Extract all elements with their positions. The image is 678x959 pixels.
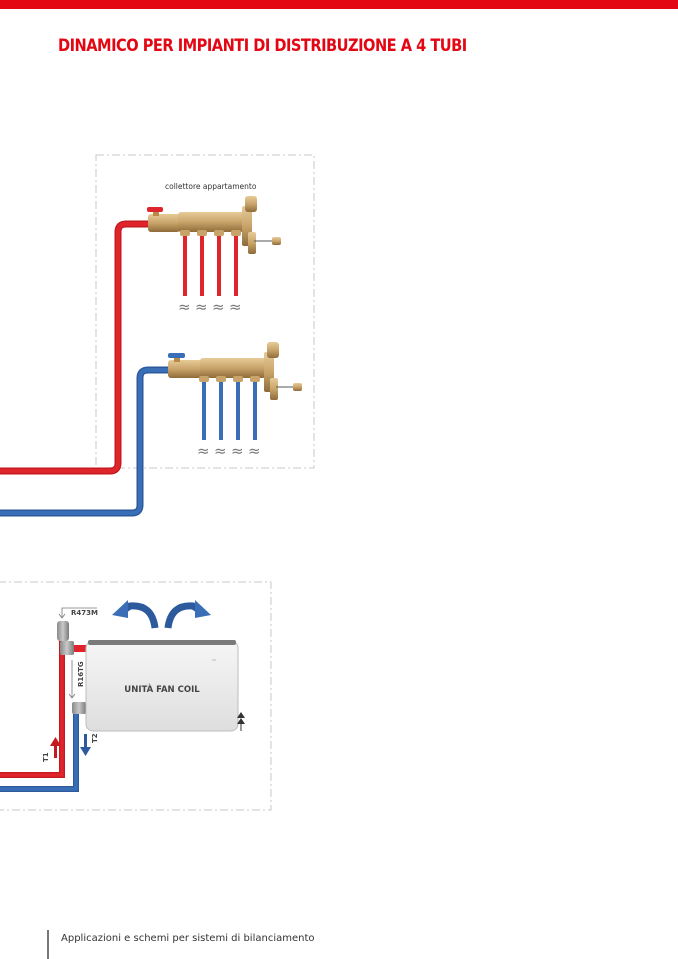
valve-label-r16tg: R16TG <box>77 661 85 687</box>
svg-text:≈: ≈ <box>178 298 191 316</box>
lockshield-valve-r16tg <box>72 702 86 714</box>
air-flow-right-arrow <box>164 602 201 629</box>
page-title: DINAMICO PER IMPIANTI DI DISTRIBUZIONE A… <box>58 36 467 56</box>
manifold-label: collettore appartamento <box>165 182 257 191</box>
svg-text:≈: ≈ <box>229 298 242 316</box>
fan-coil-hot-pipe <box>0 640 65 778</box>
air-flow-left-arrow <box>122 602 159 629</box>
manifold-area-frame <box>95 154 315 469</box>
top-brand-bar <box>0 0 678 9</box>
r473m-leader-line <box>61 607 97 617</box>
flow-arrow-t2 <box>80 734 91 756</box>
footer-divider <box>47 930 49 959</box>
hot-ball-valve-handle <box>147 207 163 212</box>
cold-ball-valve-handle <box>168 353 185 358</box>
cold-supply-pipe <box>0 366 172 517</box>
thermostatic-valve-r473m <box>57 621 74 655</box>
hot-supply-pipe <box>0 220 150 475</box>
svg-text:≈: ≈ <box>195 298 208 316</box>
footer-caption: Applicazioni e schemi per sistemi di bil… <box>61 933 315 944</box>
flow-arrow-t1 <box>50 737 61 758</box>
radiant-cool-symbols: ≈≈≈≈ <box>197 442 261 460</box>
cold-manifold: ≈≈≈≈ <box>168 342 302 460</box>
radiant-heat-symbols: ≈≈≈≈ <box>178 298 242 316</box>
fan-coil-area-frame <box>0 581 272 811</box>
svg-text:≈: ≈ <box>212 298 225 316</box>
flow-label-t2: T2 <box>91 733 99 743</box>
fan-coil-label: UNITÀ FAN COIL <box>124 683 200 695</box>
valve-label-r473m: R473M <box>71 609 98 617</box>
fan-coil-unit: UNITÀ FAN COIL <box>85 640 245 732</box>
flow-label-t1: T1 <box>42 752 50 762</box>
svg-text:≈: ≈ <box>214 442 227 460</box>
svg-text:≈: ≈ <box>197 442 210 460</box>
svg-text:≈: ≈ <box>231 442 244 460</box>
svg-text:≈: ≈ <box>248 442 261 460</box>
hot-manifold: ≈≈≈≈ <box>147 196 281 316</box>
